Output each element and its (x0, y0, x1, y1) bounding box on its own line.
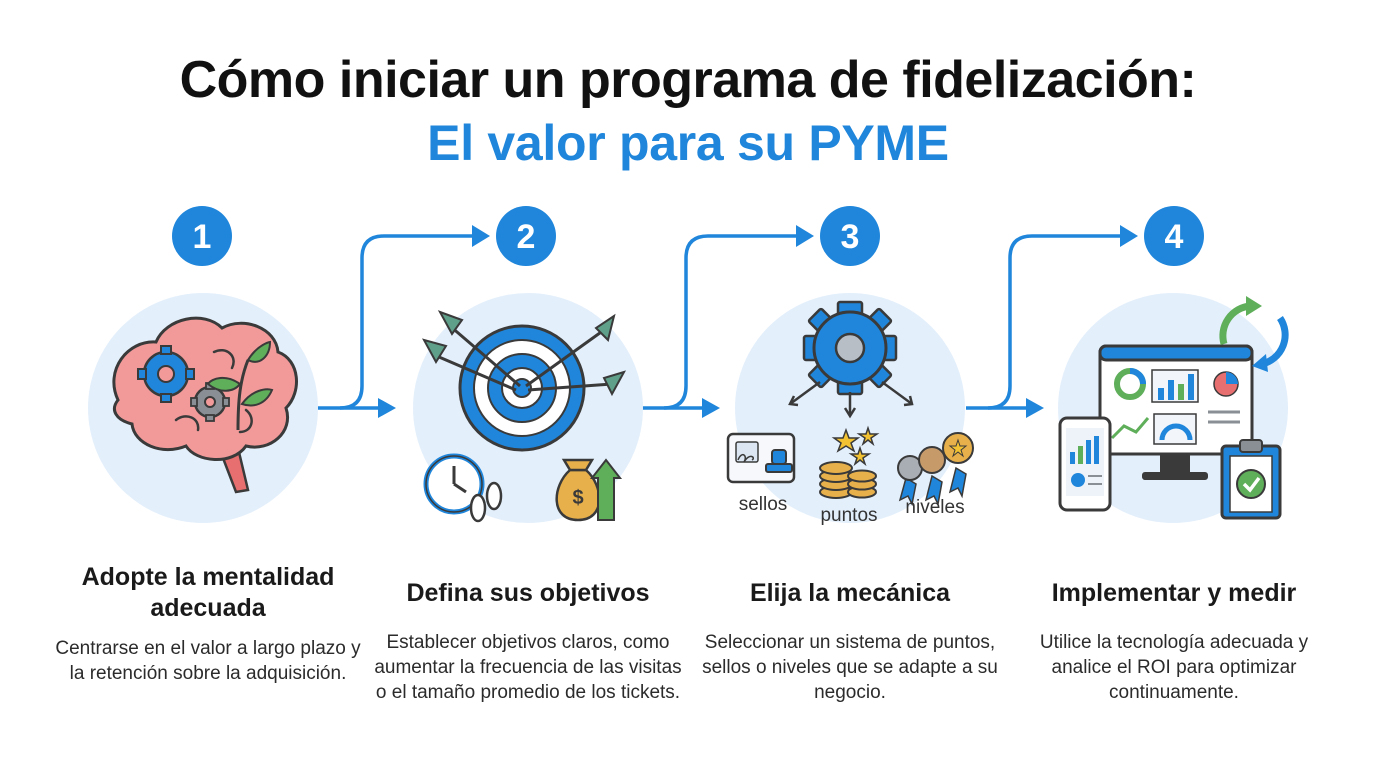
tier-medals-icon (897, 432, 974, 507)
connector-3-4 (966, 225, 1138, 418)
step-1-badge: 1 (172, 206, 232, 266)
dashboard-analytics-icon (1058, 296, 1289, 520)
connector-2-3 (642, 225, 814, 418)
phone-icon (1058, 416, 1112, 512)
refresh-cycle-icon (1219, 296, 1289, 372)
step-2-number: 2 (517, 218, 536, 256)
target-arrows-icon: $ (421, 310, 627, 523)
step-3-number: 3 (841, 218, 860, 256)
step-2-badge: 2 (496, 206, 556, 266)
footprints-icon (469, 481, 503, 523)
clock-icon (423, 453, 485, 515)
option-label-niveles: niveles (905, 497, 965, 518)
brain-gears-plant-icon (112, 316, 298, 494)
step-4-description: Utilice la tecnología adecuada y analice… (1039, 632, 1309, 703)
stamp-card-icon (726, 432, 796, 484)
gear-icon (137, 345, 195, 403)
svg-text:$: $ (572, 487, 583, 509)
step-2-description: Establecer objetivos claros, como aument… (374, 632, 682, 703)
option-label-puntos: puntos (820, 505, 878, 526)
clipboard-check-icon (1220, 439, 1282, 520)
monitor-icon (1098, 344, 1254, 480)
plant-icon (206, 340, 274, 431)
step-1-description: Centrarse en el valor a largo plazo y la… (55, 638, 361, 684)
step-1-number: 1 (193, 218, 212, 256)
page-subtitle: El valor para su PYME (427, 115, 949, 171)
gear-mechanics-icon (726, 300, 974, 507)
money-bag-icon: $ (555, 458, 623, 522)
step-4-badge: 4 (1144, 206, 1204, 266)
step-4-title: Implementar y medir (1051, 579, 1297, 607)
gear-icon (802, 300, 898, 396)
stars-icon (831, 425, 880, 467)
step-3-badge: 3 (820, 206, 880, 266)
step-3-title: Elija la mecánica (749, 579, 951, 607)
gear-icon (190, 382, 230, 422)
coins-icon (819, 461, 877, 499)
step-1-title: Adopte la mentalidad adecuada (81, 563, 335, 622)
step-3-description: Seleccionar un sistema de puntos, sellos… (702, 632, 998, 703)
option-label-sellos: sellos (738, 494, 788, 515)
page-title: Cómo iniciar un programa de fidelización… (179, 51, 1197, 109)
step-2-title: Defina sus objetivos (406, 579, 650, 607)
step-4-number: 4 (1165, 218, 1184, 256)
connector-1-2 (318, 225, 490, 418)
